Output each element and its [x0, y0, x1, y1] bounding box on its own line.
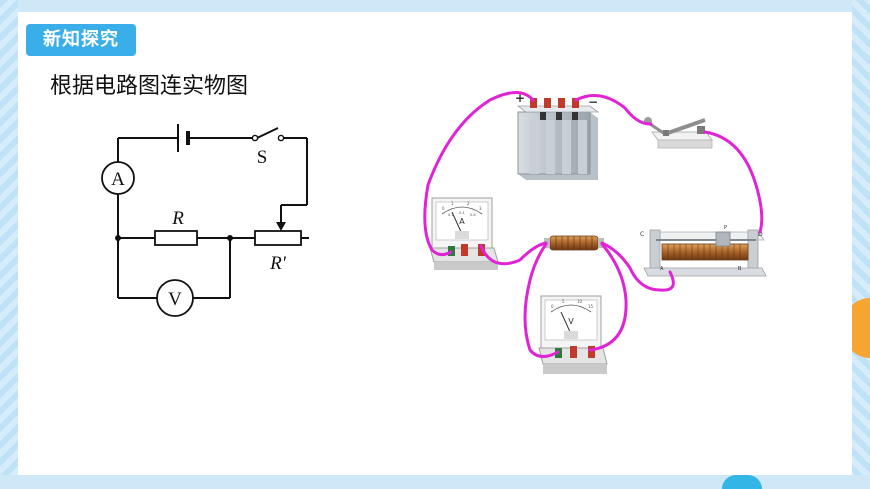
ammeter-tick-3: 3: [479, 206, 482, 211]
border-top: [0, 0, 870, 12]
knife-switch: [644, 117, 713, 149]
border-bottom: [0, 475, 870, 489]
voltmeter-tick-0: 0: [551, 304, 554, 309]
battery-box: [516, 98, 600, 180]
section-badge: 新知探究: [26, 24, 136, 56]
fixed-resistor: [544, 235, 604, 251]
ammeter-tick-6: 0.6: [470, 213, 476, 217]
rheostat-slider-p: P: [724, 225, 727, 231]
page-title: 根据电路图连实物图: [50, 74, 249, 99]
rheostat-terminal-d: D: [758, 231, 763, 238]
resistor-label: R: [171, 208, 184, 229]
rheostat-terminal-a: A: [660, 266, 664, 272]
ammeter-tick-4: 0.2: [448, 213, 454, 217]
ammeter-tick-1: 1: [451, 201, 454, 206]
ammeter-tick-5: 0.4: [459, 211, 465, 215]
ammeter-symbol: A: [111, 169, 125, 190]
rheostat-label: R′: [269, 253, 287, 274]
voltmeter-symbol: V: [168, 289, 182, 310]
ammeter: [429, 197, 499, 270]
border-left: [0, 0, 18, 489]
voltmeter-tick-1: 5: [562, 299, 565, 304]
voltmeter-unit: V: [568, 317, 574, 326]
decoration-teal: [722, 475, 762, 489]
battery-minus-label: −: [588, 95, 598, 109]
rheostat: [643, 229, 767, 277]
voltmeter-tick-2: 10: [577, 299, 583, 304]
rheostat-terminal-c: C: [640, 231, 644, 238]
voltmeter: [538, 295, 608, 374]
battery-plus-label: +: [515, 91, 525, 105]
switch-label: S: [257, 147, 268, 168]
voltmeter-tick-3: 15: [588, 304, 594, 309]
ammeter-tick-0: 0: [442, 206, 445, 211]
circuit-schematic: A V S R R′: [101, 124, 309, 317]
ammeter-tick-2: 2: [467, 201, 470, 206]
ammeter-unit: A: [459, 217, 465, 226]
connection-wires: [423, 91, 764, 358]
rheostat-terminal-b: B: [738, 266, 742, 272]
border-right: [852, 0, 870, 489]
